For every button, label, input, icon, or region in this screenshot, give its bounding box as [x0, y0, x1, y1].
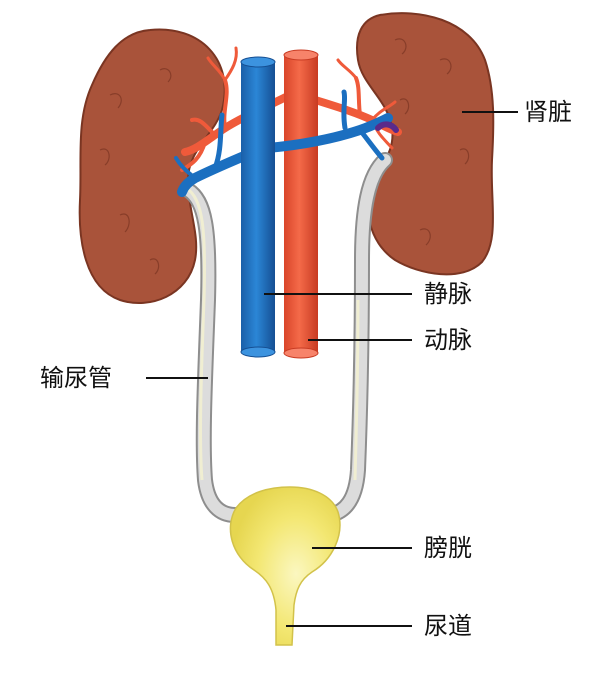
label-ureter: 输尿管 — [40, 364, 112, 392]
label-vein: 静脉 — [424, 280, 472, 308]
right-kidney — [356, 12, 495, 276]
artery — [284, 55, 318, 353]
label-urethra: 尿道 — [424, 612, 472, 640]
renal-vein-branches — [174, 89, 393, 197]
purple-vessel — [375, 121, 399, 133]
label-kidney: 肾脏 — [524, 98, 572, 126]
label-bladder: 膀胱 — [424, 534, 472, 562]
label-artery: 动脉 — [424, 326, 472, 354]
bladder — [229, 486, 341, 646]
left-kidney — [78, 28, 226, 305]
vein — [241, 62, 275, 352]
